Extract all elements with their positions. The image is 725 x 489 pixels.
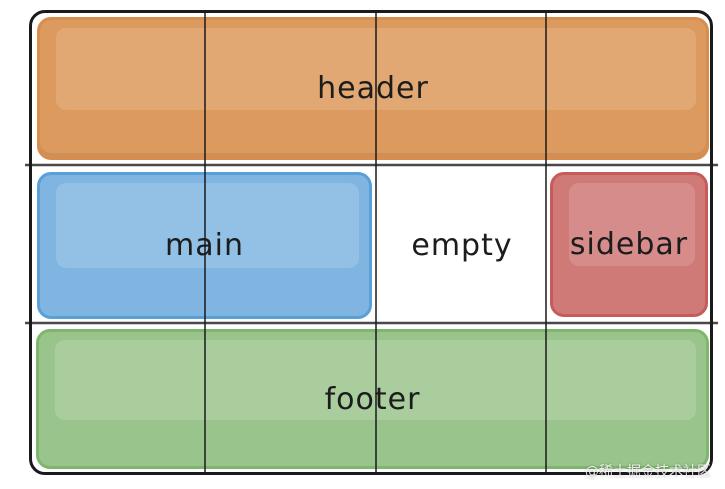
header-label: header bbox=[317, 71, 429, 106]
main-label: main bbox=[165, 228, 244, 263]
sidebar-label: sidebar bbox=[569, 227, 689, 262]
empty-label: empty bbox=[411, 228, 513, 263]
watermark: @稀土掘金技术社区 bbox=[585, 464, 711, 480]
sidebar-area: sidebar bbox=[550, 172, 708, 317]
footer-label: footer bbox=[324, 381, 421, 417]
empty-area: empty bbox=[380, 172, 544, 319]
footer-area: footer bbox=[36, 329, 709, 469]
header-area: header bbox=[37, 17, 709, 160]
main-area: main bbox=[37, 172, 372, 319]
